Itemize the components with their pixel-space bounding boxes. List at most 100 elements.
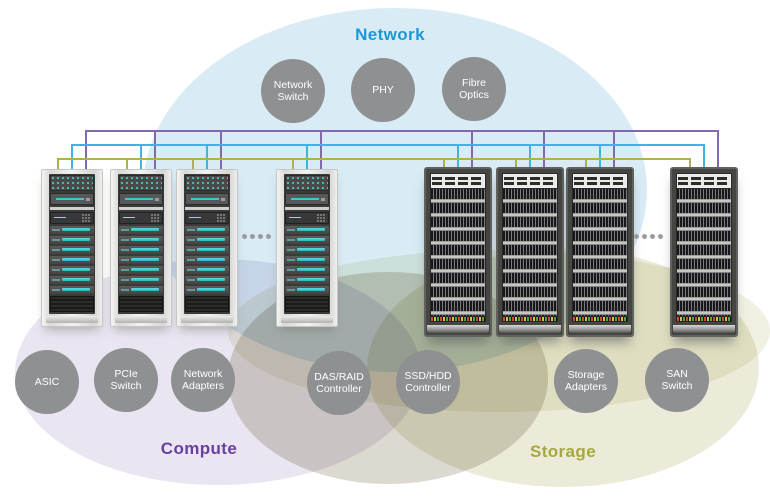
patch-panel-unit bbox=[50, 175, 94, 191]
node-pcie-switch: PCIe Switch bbox=[94, 348, 158, 412]
server-unit bbox=[119, 256, 163, 264]
node-label: Network Adapters bbox=[181, 368, 225, 392]
controller-unit bbox=[185, 212, 229, 224]
vent-unit bbox=[50, 296, 94, 312]
storage-array-rack bbox=[496, 167, 564, 337]
switch-unit bbox=[185, 193, 229, 205]
server-unit bbox=[185, 266, 229, 274]
node-ssd-hdd-controller: SSD/HDD Controller bbox=[396, 350, 460, 414]
server-unit bbox=[285, 266, 329, 274]
vent-unit bbox=[185, 296, 229, 312]
server-unit bbox=[119, 246, 163, 254]
node-label: ASIC bbox=[34, 376, 60, 388]
switch-unit bbox=[285, 193, 329, 205]
node-label: SAN Switch bbox=[661, 368, 693, 392]
node-label: Fibre Optics bbox=[459, 77, 489, 101]
rack-body bbox=[676, 173, 732, 322]
server-unit bbox=[285, 286, 329, 294]
storage-array-rack bbox=[670, 167, 738, 337]
server-unit bbox=[185, 256, 229, 264]
patch-panel-unit bbox=[119, 175, 163, 191]
rack-body bbox=[502, 173, 558, 322]
rack-gap bbox=[119, 207, 163, 210]
rack-body bbox=[284, 174, 330, 314]
storage-zone-title: Storage bbox=[529, 442, 597, 461]
server-unit bbox=[185, 286, 229, 294]
node-san-switch: SAN Switch bbox=[645, 348, 709, 412]
node-label: DAS/RAID Controller bbox=[314, 371, 364, 395]
rack-gap bbox=[285, 207, 329, 210]
server-unit bbox=[50, 276, 94, 284]
compute-server-rack bbox=[176, 169, 238, 327]
server-unit bbox=[119, 266, 163, 274]
controller-shelf-unit bbox=[431, 174, 485, 188]
server-unit bbox=[185, 246, 229, 254]
rack-gap bbox=[50, 207, 94, 210]
switch-unit bbox=[50, 193, 94, 205]
rack-body bbox=[49, 174, 95, 314]
status-led-row bbox=[503, 317, 557, 321]
vent-unit bbox=[119, 296, 163, 312]
rack-body bbox=[430, 173, 486, 322]
storage-array-rack bbox=[566, 167, 634, 337]
server-unit bbox=[285, 246, 329, 254]
server-unit bbox=[185, 236, 229, 244]
vent-unit bbox=[285, 296, 329, 312]
controller-unit bbox=[119, 212, 163, 224]
server-unit bbox=[50, 246, 94, 254]
compute-zone-title: Compute bbox=[160, 439, 238, 458]
compute-server-rack bbox=[276, 169, 338, 327]
server-unit bbox=[185, 276, 229, 284]
node-label: PHY bbox=[372, 84, 394, 96]
server-unit bbox=[50, 236, 94, 244]
server-unit bbox=[50, 286, 94, 294]
disk-array-unit bbox=[573, 189, 627, 316]
server-unit bbox=[285, 226, 329, 234]
controller-shelf-unit bbox=[677, 174, 731, 188]
more-storage-racks-ellipsis bbox=[634, 234, 663, 239]
controller-unit bbox=[50, 212, 94, 224]
disk-array-unit bbox=[677, 189, 731, 316]
more-compute-racks-ellipsis bbox=[242, 234, 271, 239]
node-label: PCIe Switch bbox=[110, 368, 142, 392]
server-unit bbox=[50, 226, 94, 234]
compute-server-rack bbox=[41, 169, 103, 327]
controller-shelf-unit bbox=[573, 174, 627, 188]
server-unit bbox=[285, 236, 329, 244]
node-network-adapters: Network Adapters bbox=[171, 348, 235, 412]
rack-body bbox=[184, 174, 230, 314]
rack-body bbox=[572, 173, 628, 322]
node-label: SSD/HDD Controller bbox=[404, 370, 452, 394]
status-led-row bbox=[431, 317, 485, 321]
controller-shelf-unit bbox=[503, 174, 557, 188]
controller-unit bbox=[285, 212, 329, 224]
server-unit bbox=[285, 276, 329, 284]
rack-body bbox=[118, 174, 164, 314]
patch-panel-unit bbox=[285, 175, 329, 191]
node-fibre-optics: Fibre Optics bbox=[442, 57, 506, 121]
server-unit bbox=[285, 256, 329, 264]
rack-gap bbox=[185, 207, 229, 210]
storage-array-rack bbox=[424, 167, 492, 337]
server-unit bbox=[119, 286, 163, 294]
node-label: Network Switch bbox=[273, 79, 313, 103]
switch-unit bbox=[119, 193, 163, 205]
disk-array-unit bbox=[503, 189, 557, 316]
server-unit bbox=[119, 236, 163, 244]
node-label: Storage Adapters bbox=[564, 369, 608, 393]
status-led-row bbox=[677, 317, 731, 321]
server-unit bbox=[185, 226, 229, 234]
compute-server-rack bbox=[110, 169, 172, 327]
disk-array-unit bbox=[431, 189, 485, 316]
node-network-switch: Network Switch bbox=[261, 59, 325, 123]
node-phy: PHY bbox=[351, 58, 415, 122]
node-asic: ASIC bbox=[15, 350, 79, 414]
network-zone-title: Network bbox=[355, 25, 425, 44]
status-led-row bbox=[573, 317, 627, 321]
node-storage-adapters: Storage Adapters bbox=[554, 349, 618, 413]
server-unit bbox=[50, 256, 94, 264]
server-unit bbox=[50, 266, 94, 274]
patch-panel-unit bbox=[185, 175, 229, 191]
server-unit bbox=[119, 276, 163, 284]
